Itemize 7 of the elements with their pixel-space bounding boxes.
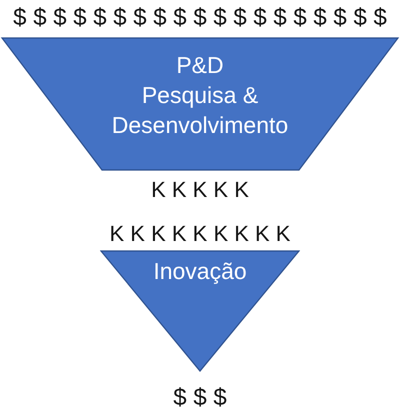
stage-title: P&D — [176, 51, 224, 80]
dollar-signs-row: $ $ $ $ $ $ $ $ $ $ $ $ $ $ $ $ $ $ $ — [13, 3, 387, 33]
stage-description: Pesquisa & Desenvolvimento — [111, 81, 289, 140]
dollar-signs-row: $ $ $ — [173, 383, 227, 413]
letter-k-row-text: K K K K K — [151, 176, 249, 204]
letter-k-row-text: K K K K K K K K K — [110, 220, 290, 248]
stage-title: Inovação — [153, 257, 247, 286]
